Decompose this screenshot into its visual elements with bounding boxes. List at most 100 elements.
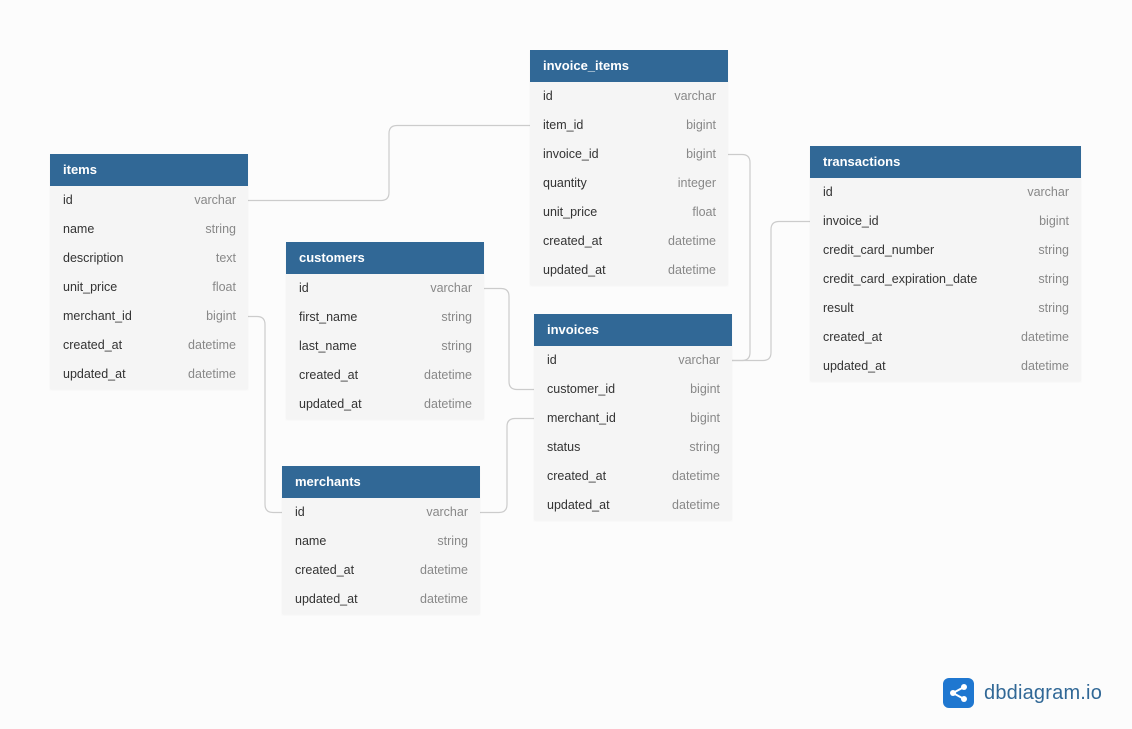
column-type: datetime	[672, 498, 720, 512]
column-type: datetime	[424, 368, 472, 382]
brand-logo[interactable]: dbdiagram.io	[943, 678, 1102, 708]
table-row[interactable]: created_at datetime	[534, 462, 732, 491]
column-name: merchant_id	[63, 309, 132, 323]
table-header[interactable]: invoice_items	[530, 50, 728, 82]
column-type: datetime	[1021, 359, 1069, 373]
column-type: datetime	[668, 234, 716, 248]
table-header[interactable]: merchants	[282, 466, 480, 498]
table-header[interactable]: invoices	[534, 314, 732, 346]
column-type: bigint	[690, 382, 720, 396]
table-row[interactable]: item_id bigint	[530, 111, 728, 140]
table-row[interactable]: created_at datetime	[50, 331, 248, 360]
column-name: updated_at	[63, 367, 126, 381]
column-type: string	[689, 440, 720, 454]
column-type: varchar	[674, 89, 716, 103]
column-type: string	[437, 534, 468, 548]
column-type: string	[1038, 301, 1069, 315]
table-row[interactable]: id varchar	[530, 82, 728, 111]
column-type: varchar	[194, 193, 236, 207]
column-type: bigint	[686, 118, 716, 132]
column-name: item_id	[543, 118, 584, 132]
table-row[interactable]: created_at datetime	[530, 227, 728, 256]
column-name: description	[63, 251, 124, 265]
table-row[interactable]: last_name string	[286, 332, 484, 361]
column-type: datetime	[420, 592, 468, 606]
column-type: datetime	[420, 563, 468, 577]
table-row[interactable]: quantity integer	[530, 169, 728, 198]
table-row[interactable]: credit_card_expiration_date string	[810, 265, 1081, 294]
column-type: bigint	[686, 147, 716, 161]
column-name: created_at	[543, 234, 603, 248]
column-type: string	[441, 310, 472, 324]
column-name: updated_at	[295, 592, 358, 606]
table-row[interactable]: name string	[50, 215, 248, 244]
column-name: name	[295, 534, 327, 548]
column-name: id	[299, 281, 309, 295]
column-type: datetime	[672, 469, 720, 483]
table-row[interactable]: unit_price float	[50, 273, 248, 302]
column-type: datetime	[188, 338, 236, 352]
column-type: integer	[677, 176, 716, 190]
column-name: merchant_id	[547, 411, 616, 425]
share-nodes-icon	[943, 678, 974, 708]
column-name: created_at	[295, 563, 355, 577]
table-header[interactable]: customers	[286, 242, 484, 274]
column-type: varchar	[426, 505, 468, 519]
column-type: string	[1038, 272, 1069, 286]
table-row[interactable]: updated_at datetime	[50, 360, 248, 389]
table-header[interactable]: items	[50, 154, 248, 186]
column-type: datetime	[188, 367, 236, 381]
table-row[interactable]: id varchar	[286, 274, 484, 303]
column-name: created_at	[63, 338, 123, 352]
column-type: varchar	[430, 281, 472, 295]
table-row[interactable]: name string	[282, 527, 480, 556]
table-row[interactable]: created_at datetime	[282, 556, 480, 585]
column-name: id	[543, 89, 553, 103]
table-header[interactable]: transactions	[810, 146, 1081, 178]
column-type: string	[1038, 243, 1069, 257]
column-name: unit_price	[63, 280, 118, 294]
table-row[interactable]: created_at datetime	[810, 323, 1081, 352]
column-name: last_name	[299, 339, 357, 353]
column-type: float	[212, 280, 236, 294]
column-type: string	[205, 222, 236, 236]
table-row[interactable]: updated_at datetime	[282, 585, 480, 614]
column-name: name	[63, 222, 95, 236]
column-name: created_at	[823, 330, 883, 344]
column-name: customer_id	[547, 382, 616, 396]
column-type: string	[441, 339, 472, 353]
column-name: updated_at	[543, 263, 606, 277]
column-type: datetime	[1021, 330, 1069, 344]
column-name: id	[823, 185, 833, 199]
column-name: created_at	[547, 469, 607, 483]
column-name: credit_card_expiration_date	[823, 272, 978, 286]
table-row[interactable]: customer_id bigint	[534, 375, 732, 404]
column-name: quantity	[543, 176, 587, 190]
